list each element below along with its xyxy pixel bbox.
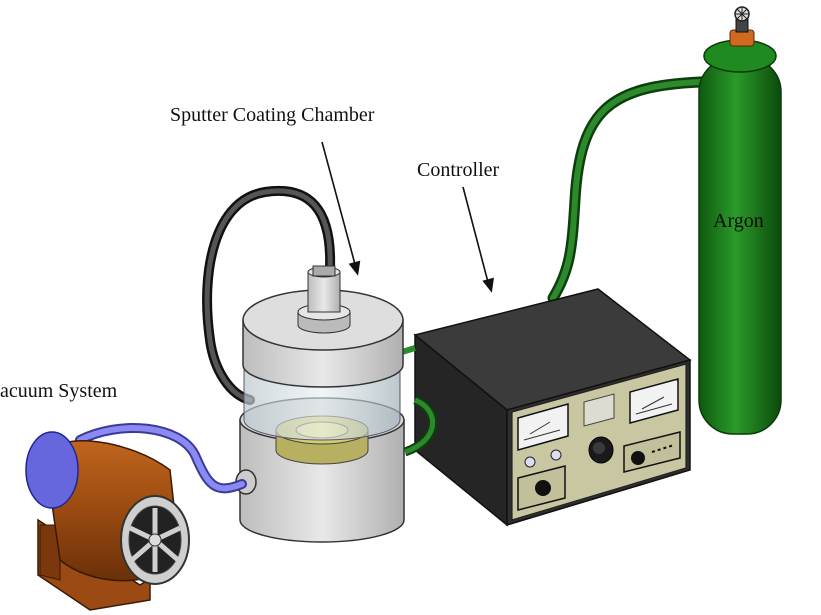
sputter-chamber-label: Sputter Coating Chamber	[170, 104, 375, 126]
vacuum-pump	[25, 431, 190, 611]
main-knob	[588, 436, 614, 464]
controller-label: Controller	[417, 159, 500, 181]
chamber-gas-line	[401, 345, 437, 457]
argon-label: Argon	[713, 210, 764, 232]
vacuum-system-label: acuum System	[0, 380, 118, 402]
vacuum-hose	[75, 423, 247, 494]
lid-fitting	[297, 265, 351, 334]
argon-tank	[698, 6, 782, 435]
pump-fan	[120, 495, 190, 585]
pointer-arrows	[321, 141, 494, 293]
chamber-arrow	[321, 141, 357, 269]
controller-arrow	[462, 186, 490, 287]
lower-right-control	[623, 431, 681, 473]
button-left	[524, 456, 536, 468]
lower-left-control	[517, 465, 566, 511]
pump-end-cap	[25, 431, 79, 509]
left-meter	[517, 403, 569, 451]
tank-valve	[729, 6, 755, 47]
button-right	[550, 449, 562, 461]
right-meter	[629, 378, 679, 424]
power-cable	[202, 185, 336, 405]
sputter-coating-chamber	[235, 265, 405, 543]
display-window	[583, 393, 615, 427]
controller-unit	[413, 288, 692, 527]
